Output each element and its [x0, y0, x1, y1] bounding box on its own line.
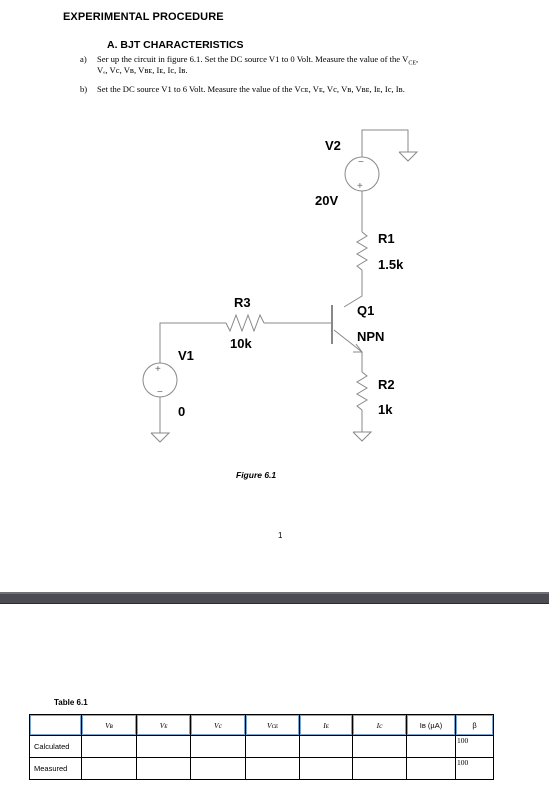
cell-calculated-ic[interactable] [352, 735, 407, 758]
v1-label: V1 [178, 348, 194, 363]
row-label-measured: Measured [29, 757, 82, 780]
r1-resistor [356, 231, 368, 271]
table-row-calculated: Calculated 100 [29, 735, 494, 758]
cell-calculated-ve[interactable] [136, 735, 191, 758]
r3-label: R3 [234, 295, 251, 310]
header-blank [29, 714, 82, 736]
cell-measured-ib[interactable] [406, 757, 456, 780]
table-row-measured: Measured 100 [29, 757, 494, 780]
header-vce: Vᴄᴇ [245, 714, 300, 736]
v2-top-wire [361, 129, 409, 157]
cell-measured-ve[interactable] [136, 757, 191, 780]
step-b-label: b) [80, 84, 88, 94]
v2-label: V2 [325, 138, 341, 153]
figure-caption: Figure 6.1 [236, 470, 277, 480]
q1-type: NPN [357, 329, 384, 344]
section-subheading: A. BJT CHARACTERISTICS [107, 39, 244, 51]
r3-value: 10k [230, 336, 252, 351]
v1-value: 0 [178, 404, 185, 419]
v1-plus-sign: + [155, 364, 161, 375]
circuit-diagram: − + + − V2 20V R1 1.5k R3 10k Q1 NPN V1 … [142, 129, 419, 443]
header-ib: Iʙ (µA) [406, 714, 456, 736]
cell-calculated-ie[interactable] [299, 735, 353, 758]
v1-top-wire [159, 322, 226, 363]
cell-measured-ie[interactable] [299, 757, 353, 780]
r2-ground-symbol [352, 431, 373, 442]
table-caption: Table 6.1 [54, 698, 88, 707]
emitter-arrow [353, 343, 363, 353]
v2-value: 20V [315, 193, 338, 208]
collector-wire [343, 270, 363, 308]
header-ve: Vᴇ [136, 714, 191, 736]
r2-resistor [356, 371, 368, 411]
v2-ground-symbol [398, 151, 419, 162]
v1-ground-symbol [150, 432, 171, 443]
q1-label: Q1 [357, 303, 374, 318]
header-beta: β [455, 714, 494, 736]
header-vc: Vc [190, 714, 246, 736]
row-label-calculated: Calculated [29, 735, 82, 758]
cell-measured-vc[interactable] [190, 757, 246, 780]
results-table: Vʙ Vᴇ Vc Vᴄᴇ Iᴇ Ic Iʙ (µA) β Calculated … [29, 714, 494, 780]
header-ie: Iᴇ [299, 714, 353, 736]
v1-minus-sign: − [157, 387, 163, 398]
cell-calculated-vc[interactable] [190, 735, 246, 758]
r1-value: 1.5k [378, 257, 404, 272]
cell-calculated-ib[interactable] [406, 735, 456, 758]
cell-calculated-beta: 100 [455, 735, 494, 758]
r2-value: 1k [378, 402, 393, 417]
header-vb: Vʙ [81, 714, 137, 736]
step-a-line2: Vₑ, Vc, Vʙ, Vʙᴇ, Iᴇ, Ic, Iʙ. [97, 65, 188, 75]
cell-measured-beta: 100 [455, 757, 494, 780]
step-a-line1: Ser up the circuit in figure 6.1. Set th… [97, 54, 419, 67]
cell-measured-ic[interactable] [352, 757, 407, 780]
cell-calculated-vce[interactable] [245, 735, 300, 758]
section-heading: EXPERIMENTAL PROCEDURE [63, 11, 224, 23]
r1-label: R1 [378, 231, 395, 246]
r3-resistor [225, 313, 265, 333]
step-b-line1: Set the DC source V1 to 6 Volt. Measure … [97, 84, 405, 94]
header-ic: Ic [352, 714, 407, 736]
cell-calculated-vb[interactable] [81, 735, 137, 758]
cell-measured-vb[interactable] [81, 757, 137, 780]
cell-measured-vce[interactable] [245, 757, 300, 780]
page-break-divider [0, 592, 549, 604]
page-number: 1 [278, 531, 283, 540]
step-a-label: a) [80, 54, 87, 64]
v2-plus-sign: + [357, 181, 363, 192]
v2-minus-sign: − [358, 157, 364, 168]
r2-label: R2 [378, 377, 395, 392]
emitter-wire [333, 329, 363, 372]
table-header-row: Vʙ Vᴇ Vc Vᴄᴇ Iᴇ Ic Iʙ (µA) β [29, 714, 494, 736]
